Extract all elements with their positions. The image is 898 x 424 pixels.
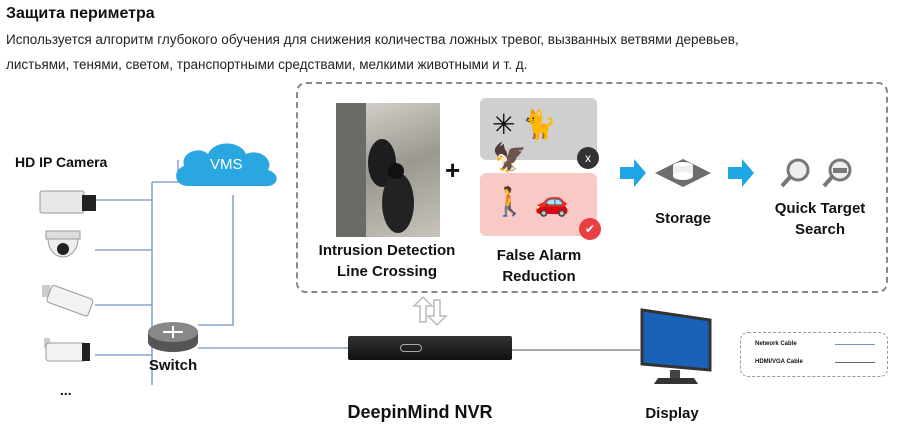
description-line-1: Используется алгоритм глубокого обучения… [6, 32, 739, 47]
description-line-2: листьями, тенями, светом, транспортными … [6, 57, 528, 72]
intrusion-photo [336, 103, 440, 237]
person-search-icon [780, 158, 810, 188]
switch-label: Switch [148, 357, 198, 374]
display-label: Display [645, 405, 699, 422]
nvr-device-icon [348, 336, 512, 360]
vms-cloud-icon [176, 143, 277, 187]
person-vehicle-icons: 🚶🚗 [492, 186, 578, 217]
nvr-label: DeepinMind NVR [347, 402, 493, 422]
accept-badge: ✔ [579, 218, 601, 240]
legend-hdmi-line [835, 362, 875, 363]
dome-camera-icon [45, 230, 81, 258]
legend-network-line [835, 344, 875, 345]
analytics-panel [296, 82, 888, 293]
valid-targets-box: 🚶🚗 [480, 173, 597, 236]
plus-sign: + [445, 155, 461, 185]
false-triggers-box: ✳🐈🦅 [480, 98, 597, 173]
switch-icon [148, 322, 198, 352]
display-monitor-icon [640, 308, 712, 384]
arrow-icon-2 [728, 159, 754, 187]
plant-animal-icons: ✳🐈🦅 [492, 109, 563, 173]
storage-label: Storage [655, 210, 711, 227]
camera-icons [39, 190, 96, 362]
camera-label: HD IP Camera [15, 154, 108, 170]
page-title: Защита периметра [6, 5, 155, 22]
sync-arrows-icon [412, 295, 448, 327]
box-camera-icon [39, 190, 96, 214]
more-cameras-ellipsis: ... [60, 382, 72, 398]
flow-graphics [620, 158, 852, 188]
vms-label: VMS [210, 156, 243, 173]
arrow-icon [620, 159, 646, 187]
vehicle-search-icon [822, 158, 852, 188]
bullet-camera-icon-2 [44, 338, 90, 362]
bullet-camera-icon [42, 285, 94, 317]
storage-icon [655, 159, 711, 187]
legend-network-label: Network Cable [755, 341, 797, 347]
legend-hdmi-label: HDMI/VGA Cable [755, 359, 803, 365]
reject-badge: x [577, 147, 599, 169]
cable-legend: Network Cable HDMI/VGA Cable [740, 332, 888, 377]
